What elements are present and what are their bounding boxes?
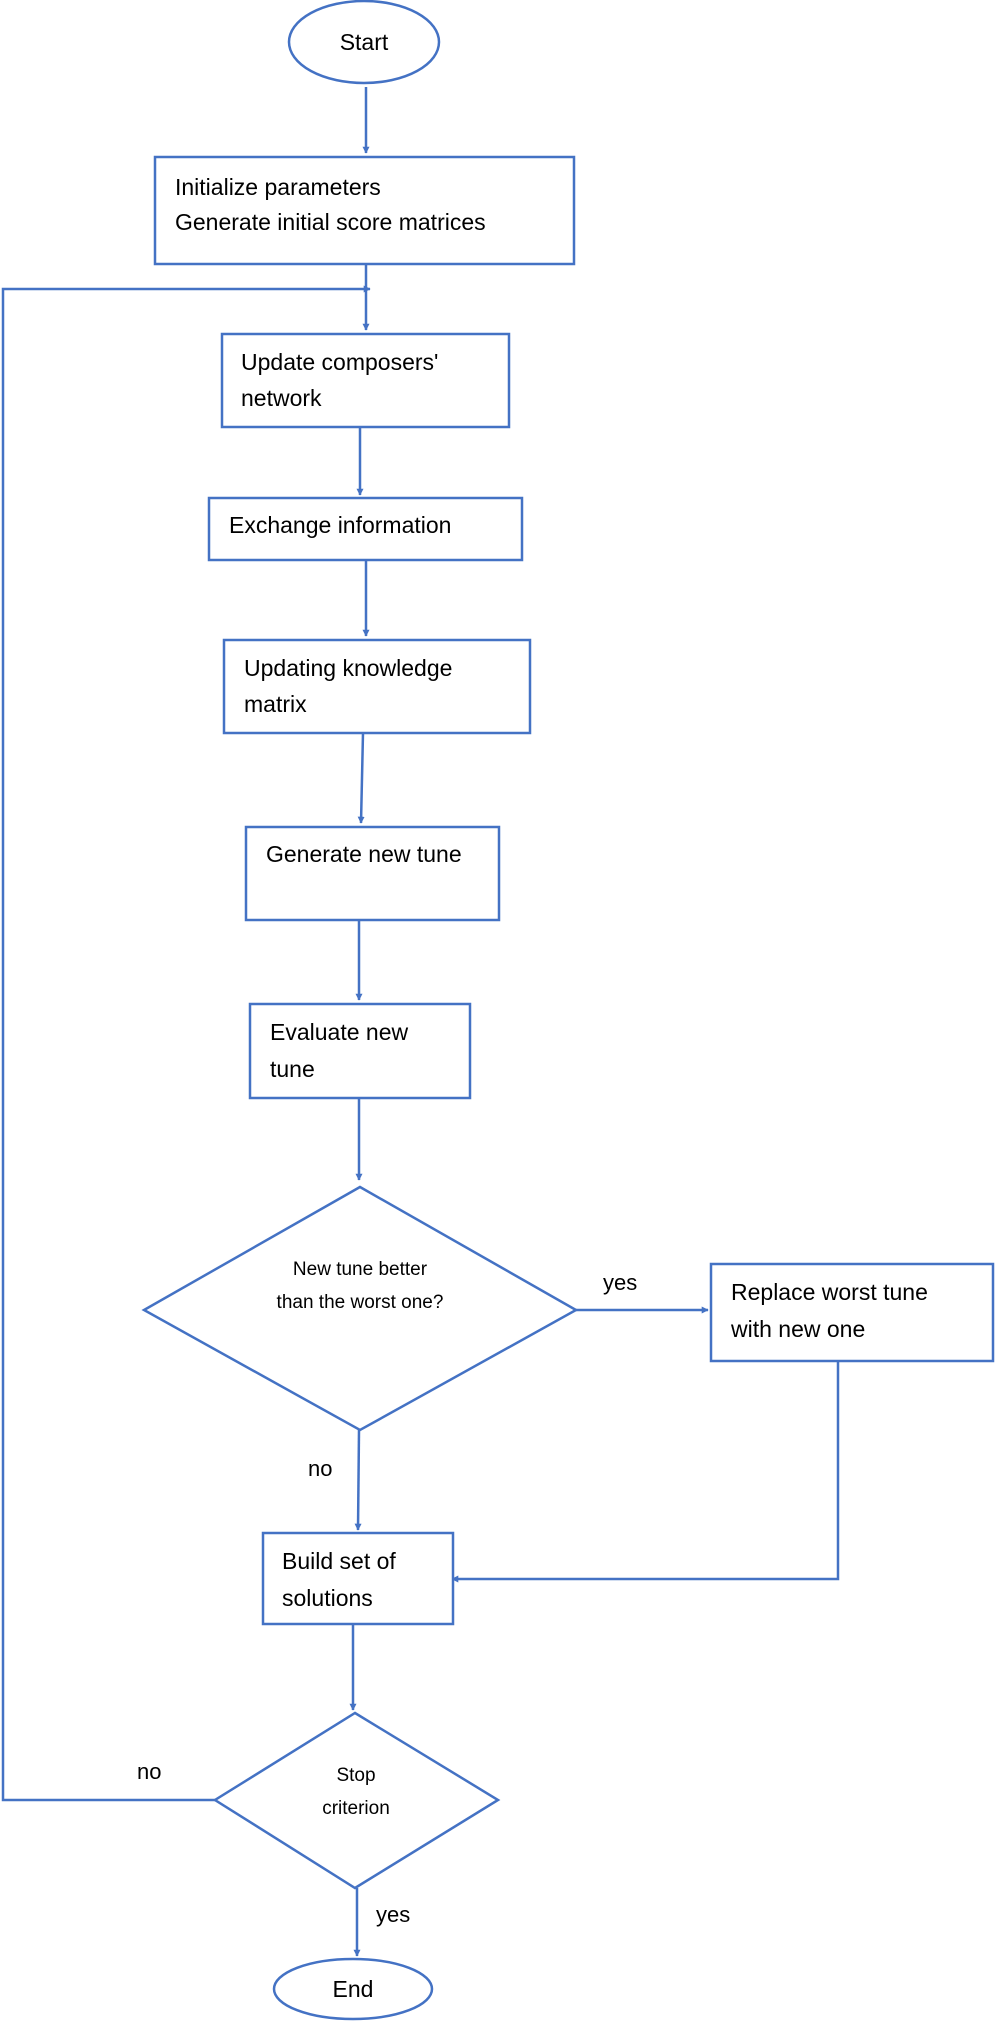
stop-label-line2: criterion bbox=[322, 1798, 390, 1819]
update-knowledge-label-line1: Updating knowledge bbox=[244, 655, 452, 681]
generate-node: Generate new tune bbox=[244, 825, 501, 922]
start-label: Start bbox=[340, 29, 389, 55]
init-label-line2: Generate initial score matrices bbox=[175, 209, 486, 235]
init-node: Initialize parameters Generate initial s… bbox=[153, 155, 576, 266]
evaluate-label-line1: Evaluate new bbox=[270, 1019, 408, 1045]
edge-label-better-no: no bbox=[308, 1456, 332, 1481]
update-network-node: Update composers' network bbox=[220, 332, 511, 429]
edge-stop-no-loop-back bbox=[1, 285, 371, 1802]
edge-replace-to-build bbox=[451, 1361, 840, 1583]
decision-better-label-line2: than the worst one? bbox=[277, 1292, 444, 1313]
start-node: Start bbox=[287, 0, 441, 85]
end-node: End bbox=[272, 1957, 434, 2021]
update-network-label-line2: network bbox=[241, 385, 322, 411]
replace-node: Replace worst tune with new one bbox=[709, 1262, 995, 1363]
edge-decision-no-to-build bbox=[354, 1429, 362, 1531]
build-node: Build set of solutions bbox=[261, 1531, 455, 1626]
update-knowledge-node: Updating knowledge matrix bbox=[222, 638, 532, 735]
edge-label-stop-yes: yes bbox=[376, 1902, 410, 1927]
evaluate-node: Evaluate new tune bbox=[248, 1002, 472, 1100]
edge-label-stop-no: no bbox=[137, 1759, 161, 1784]
replace-label-line1: Replace worst tune bbox=[731, 1279, 928, 1305]
exchange-node: Exchange information bbox=[207, 496, 524, 562]
edges bbox=[1, 87, 840, 1957]
init-label-line1: Initialize parameters bbox=[175, 174, 381, 200]
update-knowledge-label-line2: matrix bbox=[244, 691, 307, 717]
build-label-line2: solutions bbox=[282, 1585, 373, 1611]
update-network-label-line1: Update composers' bbox=[241, 349, 438, 375]
end-label: End bbox=[333, 1976, 374, 2002]
decision-better-node: New tune better than the worst one? bbox=[141, 1185, 579, 1432]
edge-update-knowledge-to-generate bbox=[357, 732, 365, 824]
build-label-line1: Build set of bbox=[282, 1548, 396, 1574]
stop-node: Stop criterion bbox=[212, 1711, 501, 1890]
decision-better-label-line1: New tune better bbox=[293, 1259, 428, 1280]
generate-label: Generate new tune bbox=[266, 841, 462, 867]
exchange-label: Exchange information bbox=[229, 512, 451, 538]
replace-label-line2: with new one bbox=[730, 1316, 865, 1342]
evaluate-label-line2: tune bbox=[270, 1056, 315, 1082]
stop-label-line1: Stop bbox=[336, 1765, 375, 1786]
edge-label-better-yes: yes bbox=[603, 1270, 637, 1295]
